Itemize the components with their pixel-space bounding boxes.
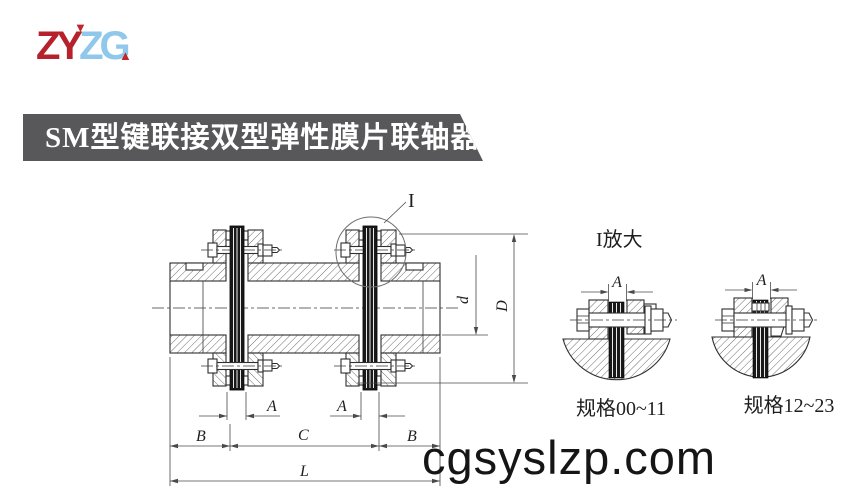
detail-dim-A-left: A: [611, 274, 622, 291]
detail-ref-label: I: [408, 190, 415, 212]
detail-callout-circle: [335, 216, 407, 288]
dim-B-left-label: B: [196, 428, 206, 445]
dim-d-label: d: [455, 295, 472, 304]
dim-L-label: L: [299, 463, 309, 480]
main-view: I: [152, 190, 458, 391]
keyway-notch-right: [405, 262, 424, 271]
spec-range-right-label: 规格12~23: [744, 394, 835, 417]
watermark-text: cgsyslzp.com: [422, 431, 717, 484]
dimensions: A A B C B L d: [169, 233, 528, 486]
page-title: SM型键联接双型弹性膜片联轴器: [45, 122, 481, 154]
detail-view-spec-00-11: A: [562, 274, 677, 381]
logo-text-blue: ZG: [79, 24, 131, 68]
detail-dim-A-right: A: [756, 272, 767, 289]
dim-B-right-label: B: [407, 428, 417, 445]
spec-range-left-label: 规格00~11: [576, 397, 666, 420]
detail-view-title: I放大: [596, 228, 643, 251]
title-banner: SM型键联接双型弹性膜片联轴器: [23, 114, 483, 161]
logo-triangle-down-icon: ▼: [74, 20, 87, 35]
dim-A-left-label: A: [266, 398, 277, 415]
detail-leader-line: [383, 201, 407, 224]
keyway-notch-left: [185, 262, 204, 271]
dim-A-right-label: A: [336, 398, 347, 415]
dim-D-label: D: [494, 300, 511, 313]
dim-C-label: C: [298, 427, 309, 444]
coupling-body: [152, 262, 458, 354]
detail-view-spec-12-23: A: [711, 272, 820, 379]
company-logo[interactable]: ZYZG ▼ ▲: [36, 21, 132, 68]
logo-text-red: ZY: [36, 24, 83, 68]
logo-triangle-up-icon: ▲: [119, 48, 132, 63]
